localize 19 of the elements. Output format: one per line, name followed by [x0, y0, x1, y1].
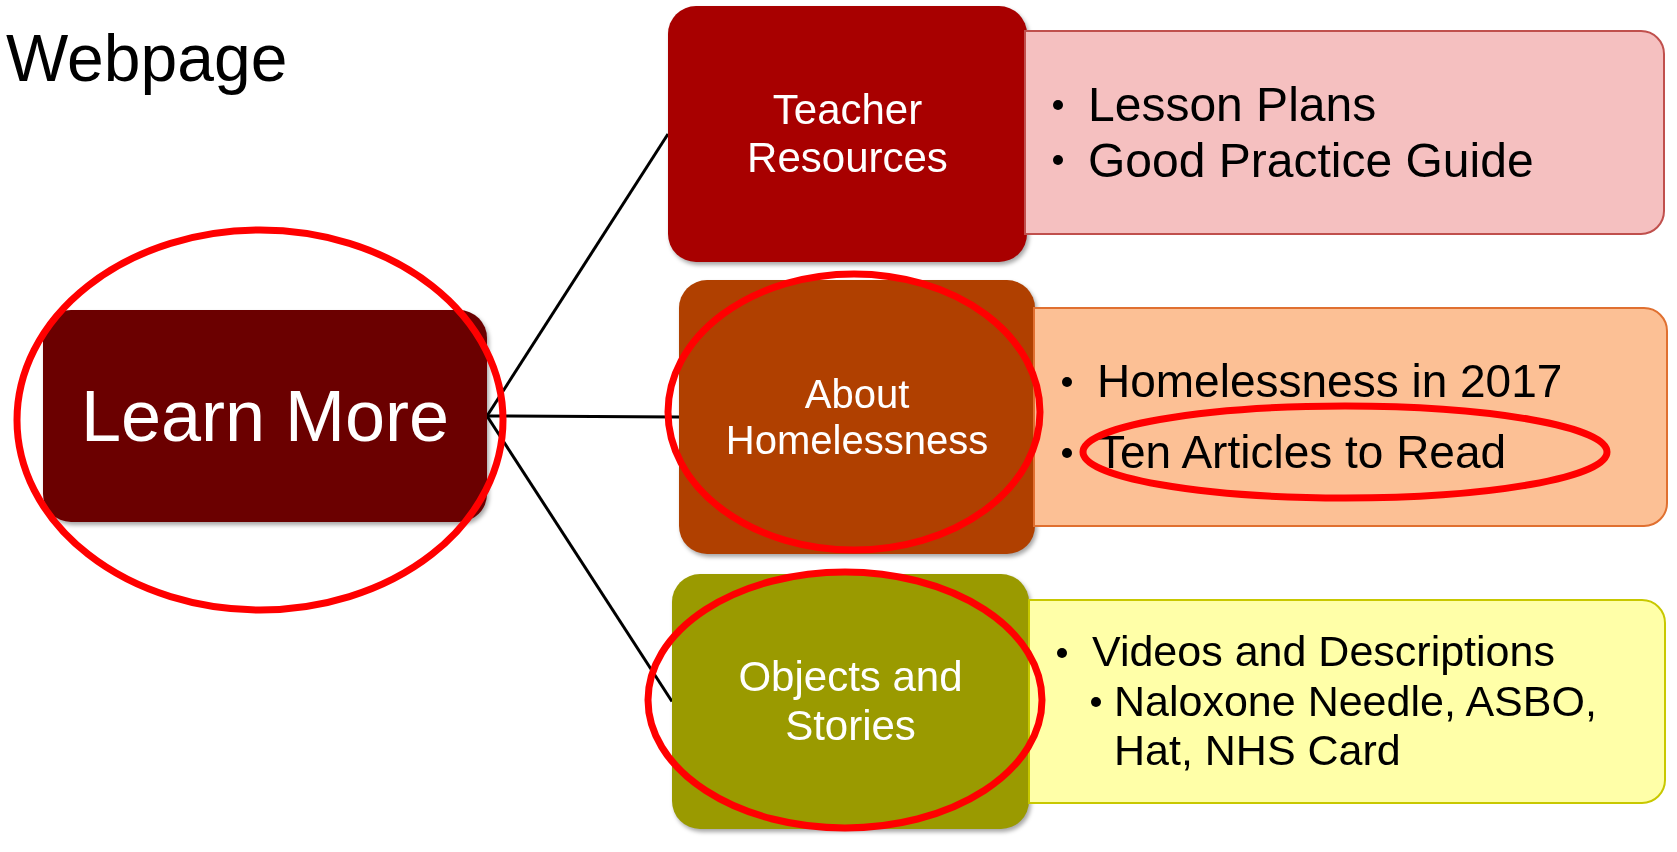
topic-label: Objects and Stories	[737, 653, 964, 750]
topic-box	[43, 310, 487, 522]
topic-label: Teacher Resources	[746, 85, 949, 183]
list-item: Lesson Plans	[1088, 78, 1377, 132]
connector-line	[487, 414, 679, 419]
bullet-list-box	[1024, 30, 1665, 235]
topic-box	[668, 6, 1027, 262]
list-item: Good Practice Guide	[1088, 133, 1534, 187]
bullet-list-box	[1028, 599, 1666, 804]
list-item: Homelessness in 2017	[1097, 355, 1563, 408]
page-title: Webpage	[6, 20, 288, 96]
list-item: Videos and Descriptions	[1092, 627, 1555, 676]
topic-label: Learn More	[79, 374, 451, 458]
bullet-list-box	[1033, 307, 1668, 527]
connector-line	[485, 415, 674, 703]
connector-line	[485, 133, 670, 417]
topic-label: About Homelessness	[724, 371, 990, 463]
list-item: Naloxone Needle, ASBO, Hat, NHS Card	[1114, 676, 1597, 775]
list-item: Ten Articles to Read	[1097, 426, 1507, 478]
